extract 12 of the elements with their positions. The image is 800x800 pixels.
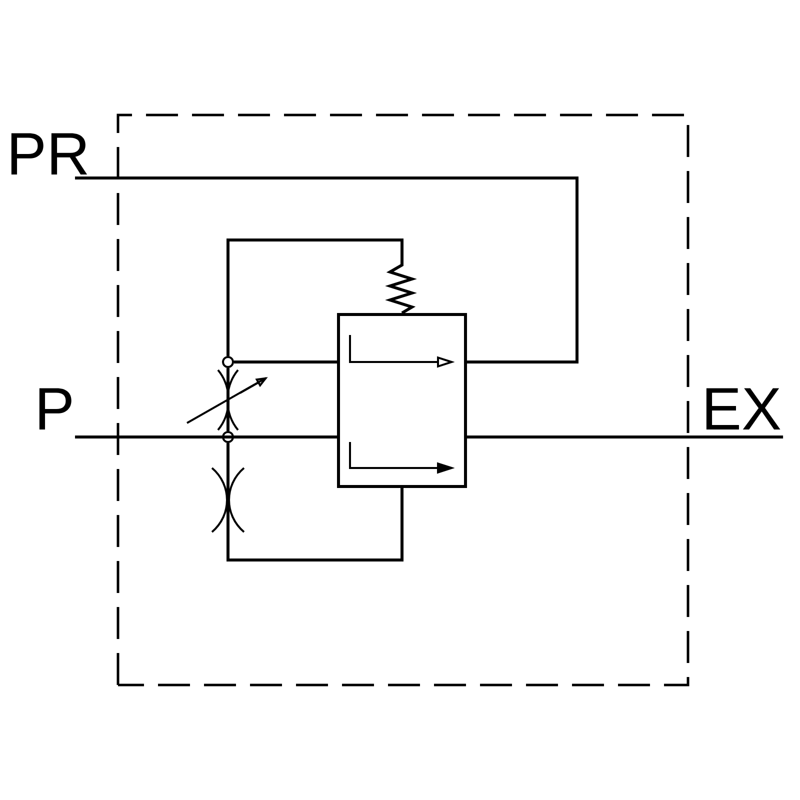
junction-dot [222,431,234,443]
pipe-line [234,360,337,364]
pipe-line [226,443,404,562]
pipe-line [226,238,417,356]
pipe-line [467,436,784,438]
pipe-line [226,368,230,431]
pipe-line [75,436,337,438]
port-label: P [39,388,72,430]
port-label: PR [11,133,88,174]
junction-dot [222,356,234,368]
valve-box [337,313,467,488]
port-label: EX [706,388,780,430]
